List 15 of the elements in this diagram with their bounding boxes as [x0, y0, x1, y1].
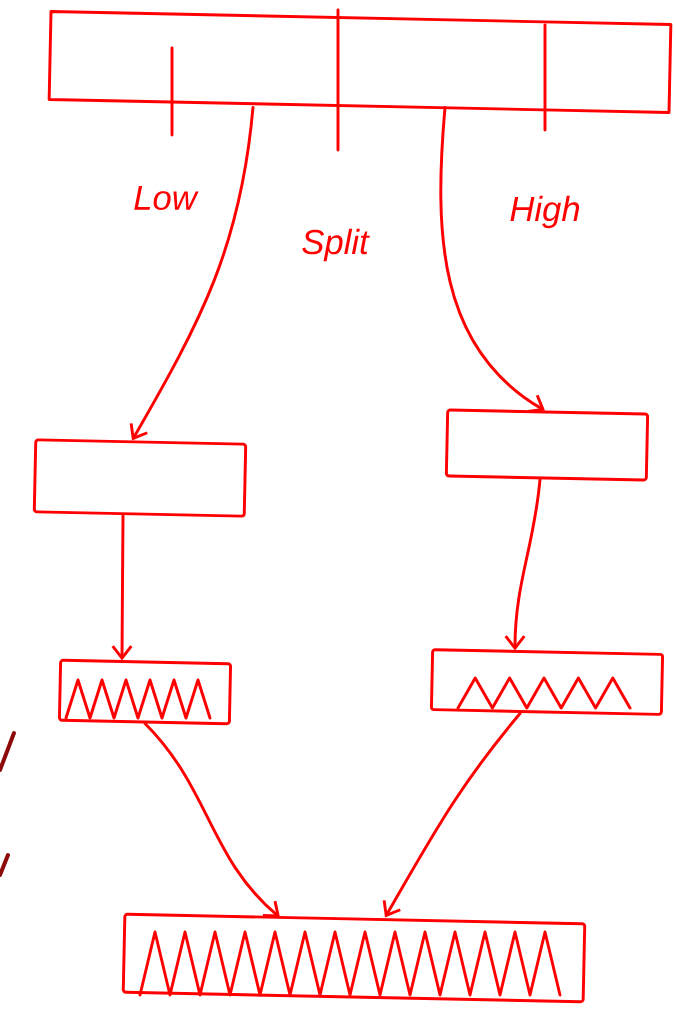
box [121, 912, 587, 1004]
box [430, 648, 664, 716]
arrow [382, 712, 522, 918]
text-label: Split [302, 228, 370, 262]
box [32, 438, 248, 518]
bar [47, 10, 673, 114]
arrow [111, 514, 133, 661]
edge-label: High [510, 195, 580, 229]
arrow [504, 478, 542, 651]
box [444, 408, 650, 482]
box [58, 658, 232, 726]
arrow [129, 106, 255, 441]
arrow [143, 722, 280, 918]
arrow [439, 106, 545, 413]
edge-label: Low [134, 185, 199, 211]
